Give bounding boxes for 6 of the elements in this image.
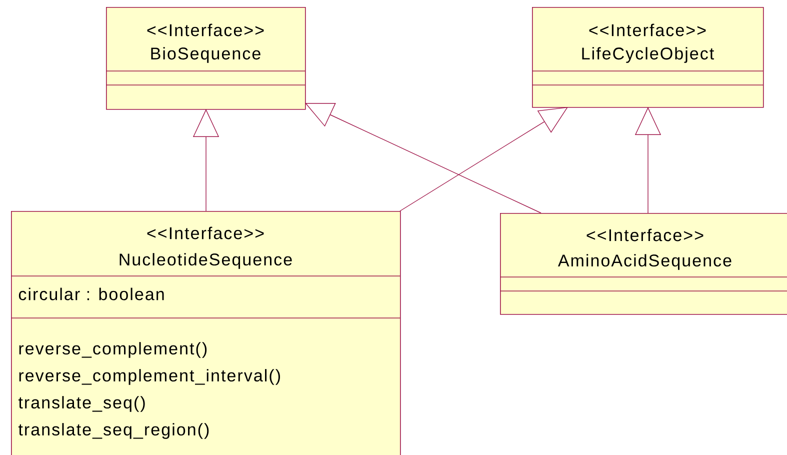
class-box: <<Interface>> AminoAcidSequence	[500, 213, 787, 315]
generalization-arrow	[305, 102, 542, 214]
class-box: <<Interface>> LifeCycleObject	[532, 7, 764, 108]
generalization-arrow	[400, 107, 568, 212]
class-box: <<Interface>> BioSequence	[106, 7, 306, 110]
class-box: <<Interface>> NucleotideSequence circular : boolean reverse_complement() reverse_complement_interval() translate_seq() translate_seq_region()	[10, 211, 401, 455]
